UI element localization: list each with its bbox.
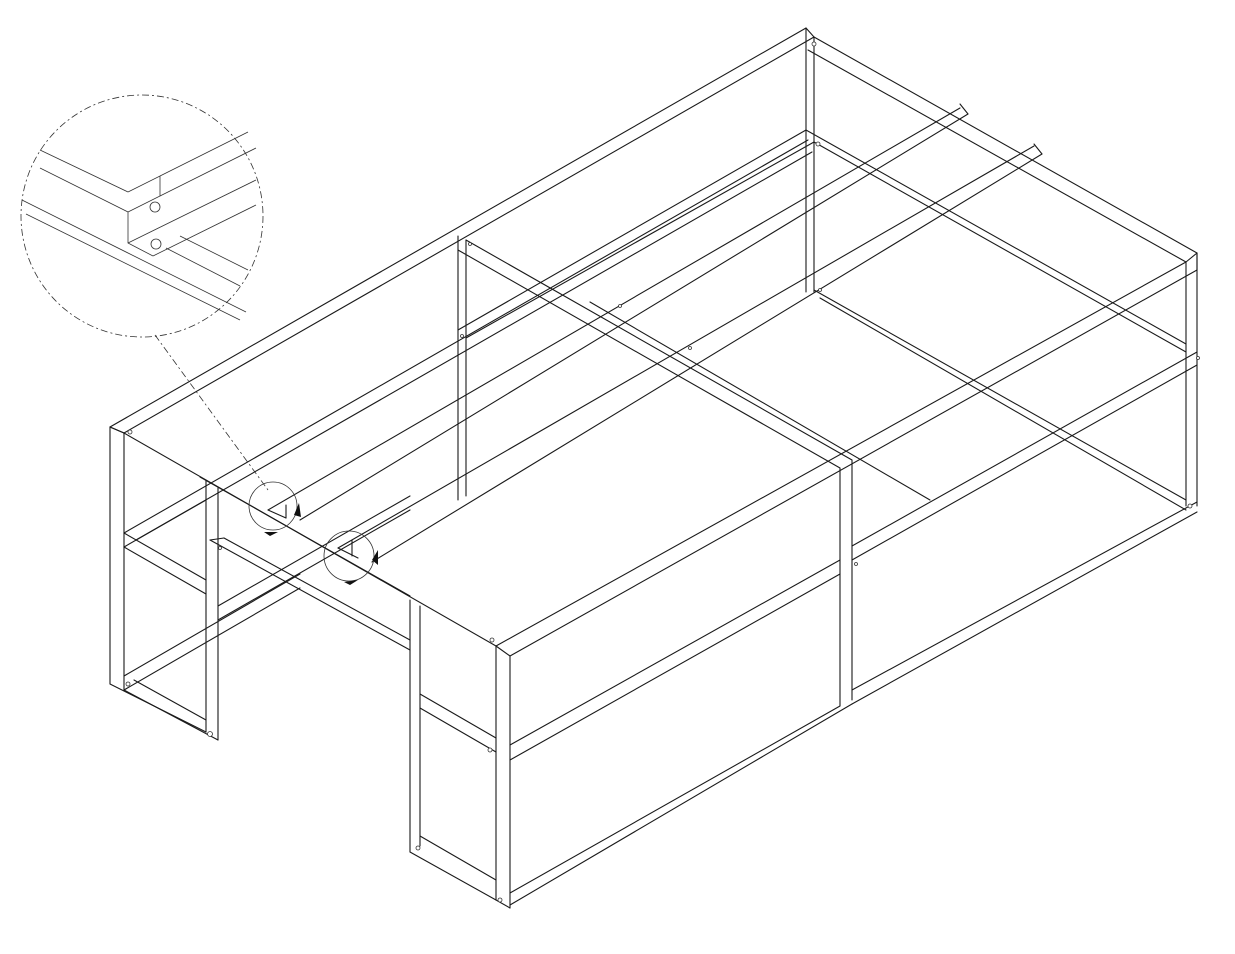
lower-left-rails (124, 496, 410, 690)
marker-circle-2 (324, 531, 374, 581)
back-right-post (806, 28, 1197, 506)
marker-arrow-1a (294, 503, 301, 517)
magnified-hole-upper (150, 202, 160, 212)
bolt-holes (126, 42, 1200, 902)
magnified-channel (22, 132, 256, 320)
top-channel-2 (338, 144, 1042, 562)
right-side-rails (806, 130, 1197, 704)
detail-circle (21, 95, 263, 337)
top-cross-channels (268, 104, 1042, 562)
back-short-rail (808, 37, 1197, 262)
detail-markers (249, 482, 378, 585)
detail-callout (21, 95, 268, 490)
leader-line (155, 335, 268, 490)
front-lower-rails (510, 560, 852, 905)
main-frame (110, 28, 1197, 908)
rear-top-rail (110, 28, 814, 433)
marker-circle-1 (249, 482, 297, 530)
inner-cross-rail (458, 240, 852, 468)
front-mid-post (840, 460, 852, 706)
inner-back-post (458, 236, 466, 500)
front-right-leg (410, 600, 510, 908)
front-short-rail (110, 427, 510, 656)
magnified-hole-lower (151, 239, 161, 249)
front-left-leg (110, 427, 218, 740)
marker-arrow-1b (264, 532, 278, 536)
